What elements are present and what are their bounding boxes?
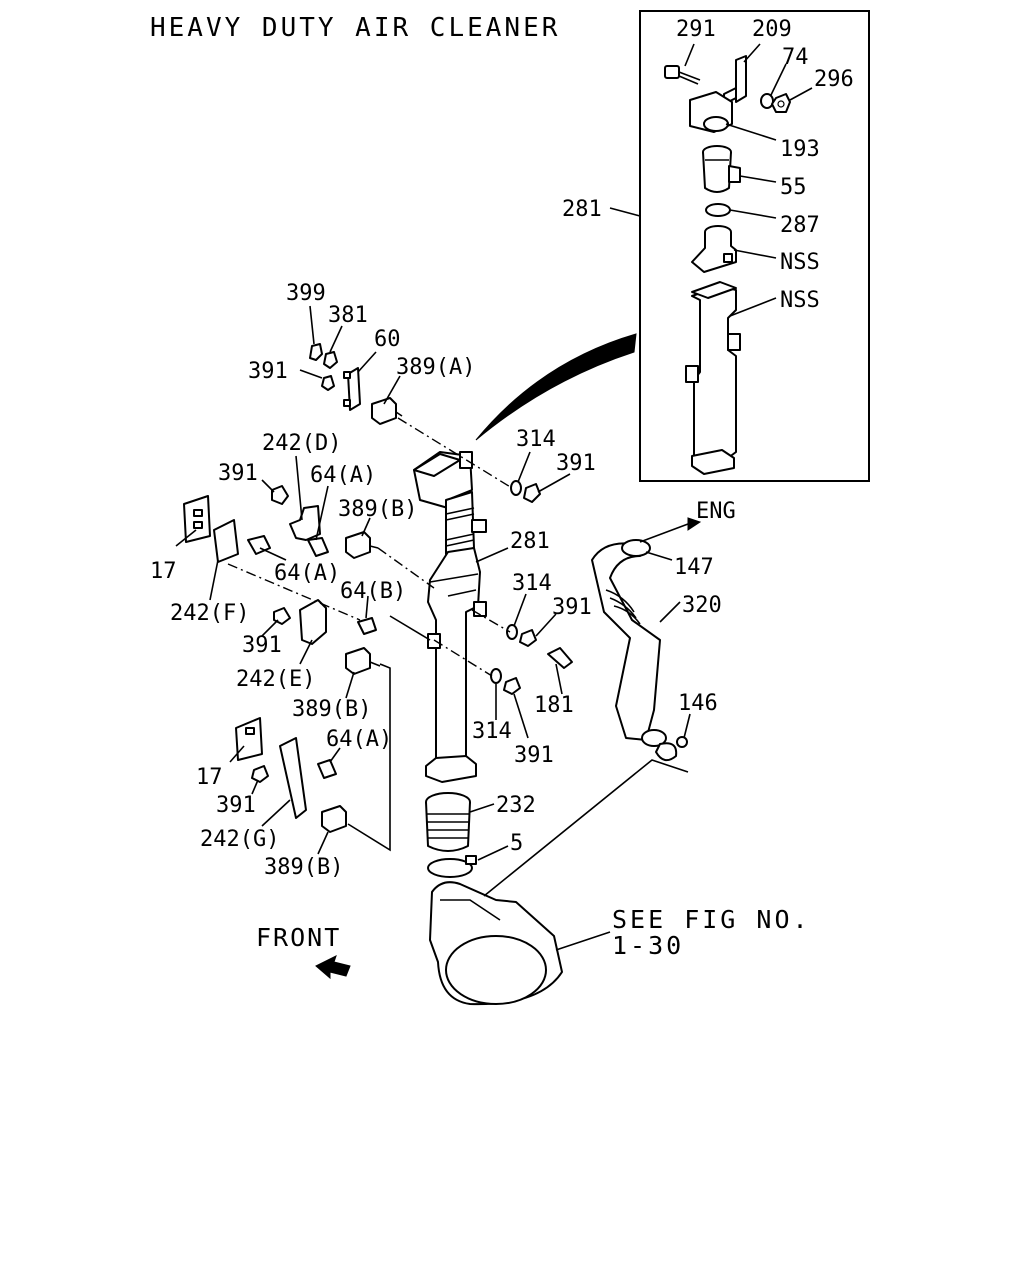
label-147: 147 [674,555,714,580]
label-64a-2: 64(A) [274,561,340,586]
label-381: 381 [328,303,368,328]
label-391-b: 391 [218,461,258,486]
front-arrow-icon [315,955,351,980]
inset-leaders [609,43,813,317]
label-17-b: 17 [196,765,223,790]
label-314-c: 314 [472,719,512,744]
label-5: 5 [510,831,523,856]
label-296: 296 [814,67,854,92]
label-391-c: 391 [556,451,596,476]
label-389b-2: 389(B) [292,697,371,722]
label-389a: 389(A) [396,355,475,380]
label-209: 209 [752,17,792,42]
label-391-e: 391 [552,595,592,620]
label-291: 291 [676,17,716,42]
clamp-5 [427,855,477,878]
bracket-60-group [309,343,403,425]
label-181: 181 [534,693,574,718]
label-17-a: 17 [150,559,177,584]
label-64b: 64(B) [340,579,406,604]
label-391-f: 391 [514,743,554,768]
oring-287 [705,203,731,217]
label-287: 287 [780,213,820,238]
label-nss-adapter: NSS [780,250,820,275]
inset-label-group: 291 209 74 296 193 55 281 287 NSS NSS [562,17,854,313]
leader-lines [175,305,691,951]
label-391-a: 391 [248,359,288,384]
bracket-242g-group [235,717,347,833]
label-242f: 242(F) [170,601,249,626]
label-eng: ENG [696,499,736,524]
bracket-209 [723,55,747,105]
label-group: 399 381 60 391 389(A) 242(D) 391 64(A) 3… [150,281,811,960]
label-314-a: 314 [516,427,556,452]
label-399: 399 [286,281,326,306]
routing-lines [347,517,702,897]
nut-296 [771,93,791,113]
hose-320 [591,539,688,762]
label-242g: 242(G) [200,827,279,852]
callout-sweep [475,333,637,441]
duct-281 [413,451,487,783]
label-55: 55 [780,175,807,200]
elbow-193 [689,91,733,133]
label-64a-1: 64(A) [310,463,376,488]
label-nss-duct: NSS [780,288,820,313]
label-64a-3: 64(A) [326,727,392,752]
assembly-lines [227,417,513,677]
adapter-nss [691,225,737,273]
label-389b-3: 389(B) [264,855,343,880]
bolt-291 [664,65,701,85]
label-74: 74 [782,45,809,70]
label-391-d: 391 [242,633,282,658]
label-see-fig: SEE FIG NO. [612,905,811,934]
bracket-242e-group [273,599,381,675]
label-60: 60 [374,327,401,352]
air-cleaner [429,881,563,1006]
inset-frame [639,10,870,482]
bracket-242d-group [183,485,379,563]
diagram-title: HEAVY DUTY AIR CLEANER [150,13,560,43]
label-146: 146 [678,691,718,716]
label-fig-ref: 1-30 [612,931,684,960]
label-193: 193 [780,137,820,162]
hardware-right [490,480,573,695]
label-232: 232 [496,793,536,818]
duct-nss [685,281,741,475]
label-320: 320 [682,593,722,618]
label-281: 281 [510,529,550,554]
label-389b-1: 389(B) [338,497,417,522]
label-314-b: 314 [512,571,552,596]
label-242e: 242(E) [236,667,315,692]
boot-232 [425,792,471,852]
washer-74 [760,93,774,109]
label-front: FRONT [256,923,341,952]
cap-55 [702,145,741,193]
label-242d: 242(D) [262,431,341,456]
label-391-g: 391 [216,793,256,818]
label-281-inset: 281 [562,197,602,222]
